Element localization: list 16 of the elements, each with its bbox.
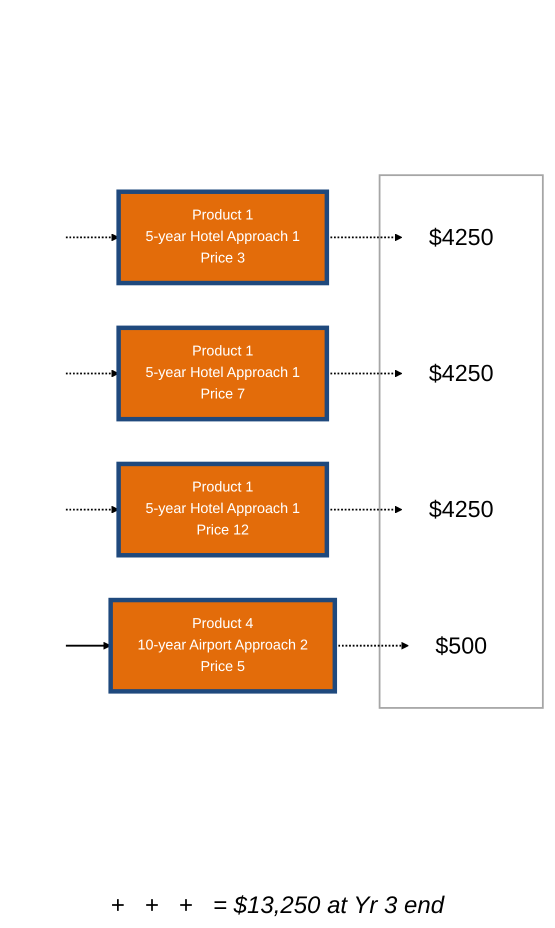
node-box: Product 4 10-year Airport Approach 2 Price 5 — [108, 598, 338, 694]
node-text: $4250 — [428, 224, 494, 251]
cluster — [378, 174, 544, 710]
plus-sign: + — [110, 892, 125, 919]
plus-sign: + — [144, 892, 159, 919]
node-text: $4250 — [428, 360, 494, 387]
node-text: $4250 — [428, 496, 494, 524]
node-text: $500 — [435, 632, 488, 660]
arrow — [66, 234, 119, 242]
node-box: Product 1 5-year Hotel Approach 1 Price 3 — [116, 190, 330, 286]
node-box: Product 1 5-year Hotel Approach 1 Price 7 — [116, 326, 330, 422]
total-note: = $13,250 at Yr 3 end — [212, 892, 444, 919]
node-box: Product 1 5-year Hotel Approach 1 Price 12 — [116, 462, 330, 558]
arrow — [66, 506, 119, 514]
arrow — [66, 370, 119, 378]
plus-sign: + — [178, 892, 193, 919]
